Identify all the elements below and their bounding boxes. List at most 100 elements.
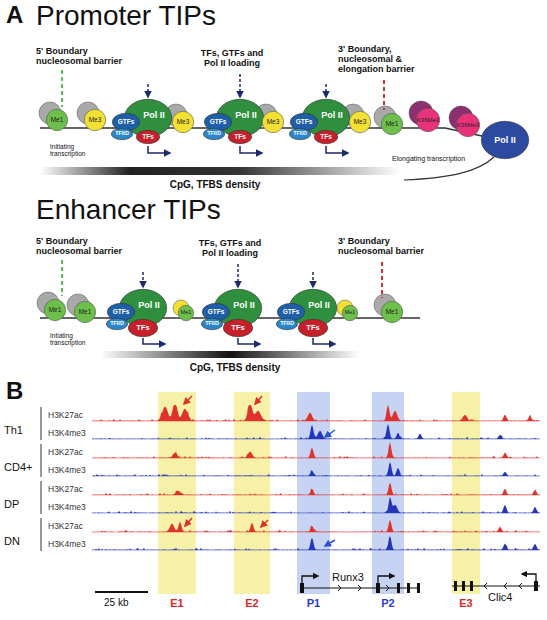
transcription-arrow (143, 338, 165, 344)
region-label: E1 (170, 598, 183, 609)
transcription-note: Elongating transcription (392, 155, 465, 163)
transcription-factor: TFs (223, 319, 253, 337)
panel-title: Enhancer TIPs (36, 194, 221, 225)
gradient-label: CpG, TFBS density (150, 362, 320, 373)
band-fill (158, 392, 196, 594)
highlight-band: E2 (234, 392, 270, 594)
exon (470, 581, 473, 591)
tfiid: TFIID (203, 128, 225, 140)
nucleosome-label: Me3 (177, 119, 190, 126)
transcription-factor-label: TFs (306, 324, 319, 332)
transcription-factor-shape (298, 319, 327, 336)
transcription-factor-label: TFs (142, 134, 154, 141)
transcription-note: Intiating transcription (50, 332, 94, 347)
nucleosome: Me1 (44, 299, 66, 321)
band-fill (234, 392, 270, 594)
track-label: H3K4me3 (48, 429, 86, 439)
nucleosome: Me1 (46, 109, 68, 131)
strand-chevron (484, 583, 487, 589)
loading-note: TFs, GTFs and Pol II loading (196, 48, 268, 68)
transcription-factor-shape (228, 130, 251, 143)
pol-ii-label: Pol II (138, 301, 160, 310)
track-label: H3K27ac (48, 522, 83, 532)
cell-type-label: DN (4, 535, 20, 547)
track-label: H3K27ac (48, 448, 83, 458)
gtf-complex: GTFs (202, 303, 230, 321)
band-fill (452, 392, 480, 594)
region-label: P1 (307, 598, 320, 609)
tfiid-shape (276, 318, 297, 329)
gtf-complex-shape (290, 113, 317, 130)
region-label: E3 (459, 598, 472, 609)
transcription-arrow (313, 338, 335, 344)
exon (462, 581, 465, 591)
nucleosome: Me3 (349, 111, 371, 133)
track-label: H3K27ac (48, 411, 83, 421)
boundary-line (383, 80, 385, 110)
row-bracket (41, 444, 42, 477)
gtf-complex-shape (202, 303, 229, 320)
elongating-pol-ii-shape (481, 121, 528, 158)
gtf-complex-label: GTFs (113, 309, 130, 316)
elongating-pol-ii: Pol II (481, 121, 529, 159)
gtf-complex: GTFs (112, 113, 140, 131)
loading-note: TFs, GTFs and Pol II loading (194, 238, 266, 258)
gradient-label: CpG, TFBS density (130, 179, 300, 190)
transcription-arrow (326, 146, 348, 153)
nucleosome: Me3 (84, 109, 106, 131)
nucleosome-shape (262, 111, 283, 132)
nucleosome-shape (381, 113, 402, 134)
nucleosome-shape (456, 113, 479, 136)
loading-arrow (147, 84, 149, 97)
loading-arrow (237, 264, 239, 287)
nucleosome-label: Me1 (79, 309, 92, 316)
transcription-factor: TFs (228, 130, 252, 144)
nucleosome: Me1 (74, 301, 96, 323)
nucleosome-label: Me3 (89, 117, 102, 124)
density-gradient (100, 351, 360, 358)
boundary-line (61, 260, 63, 296)
pol-ii-label: Pol II (143, 111, 165, 120)
gtf-complex-label: GTFs (283, 309, 300, 316)
boundary-note: 5' Boundary nucleosomal barrier (36, 236, 131, 256)
boundary-note: 3' Boundary, nucleosomal & elongation ba… (338, 44, 422, 74)
region-label: E2 (245, 598, 258, 609)
transcription-note: Initiating transcription (50, 143, 94, 158)
boundary-note: 3' Boundary nucleosomal barrier (338, 236, 433, 256)
transcription-factor: TFs (128, 319, 158, 337)
track-label: H3K4me3 (48, 540, 86, 550)
node-outline (452, 392, 480, 594)
strand-chevron (504, 583, 507, 589)
tfiid-label: TFIID (280, 321, 294, 327)
nucleosome-shape (178, 305, 193, 320)
pol-ii-label: Pol II (308, 301, 330, 310)
nucleosome-label: Me1 (51, 117, 64, 124)
exon (454, 581, 457, 591)
tfiid-label: TFIID (115, 131, 129, 137)
tfiid: TFIID (289, 128, 311, 140)
nucleosome: Me1 (381, 113, 403, 135)
gene-name: Clic4 (488, 591, 512, 603)
panel-letter: B (6, 378, 23, 405)
row-bracket (41, 407, 42, 440)
transcription-factor-shape (136, 130, 159, 143)
boundary-note: 5' Boundary nucleosomal barrier (36, 46, 131, 66)
transcription-arrow (148, 146, 170, 153)
nucleosome-label: K36Me3 (457, 122, 479, 128)
pol-ii-label: Pol II (321, 111, 343, 120)
strand-chevron (519, 583, 522, 589)
band-fill (297, 392, 330, 594)
transcription-factor-shape (223, 319, 252, 336)
gtf-complex-shape (112, 113, 139, 130)
nucleosome-label: K36Me3 (417, 117, 439, 123)
density-gradient (40, 167, 400, 175)
tfiid-shape (203, 128, 224, 139)
nucleosome-label: Me3 (267, 119, 280, 126)
boundary-line (61, 70, 63, 107)
transcription-factor-label: TFs (231, 324, 244, 332)
exon (407, 583, 410, 593)
nucleosome-shape (84, 109, 105, 130)
nucleosome-shape (74, 301, 95, 322)
tfiid-shape (111, 128, 132, 139)
